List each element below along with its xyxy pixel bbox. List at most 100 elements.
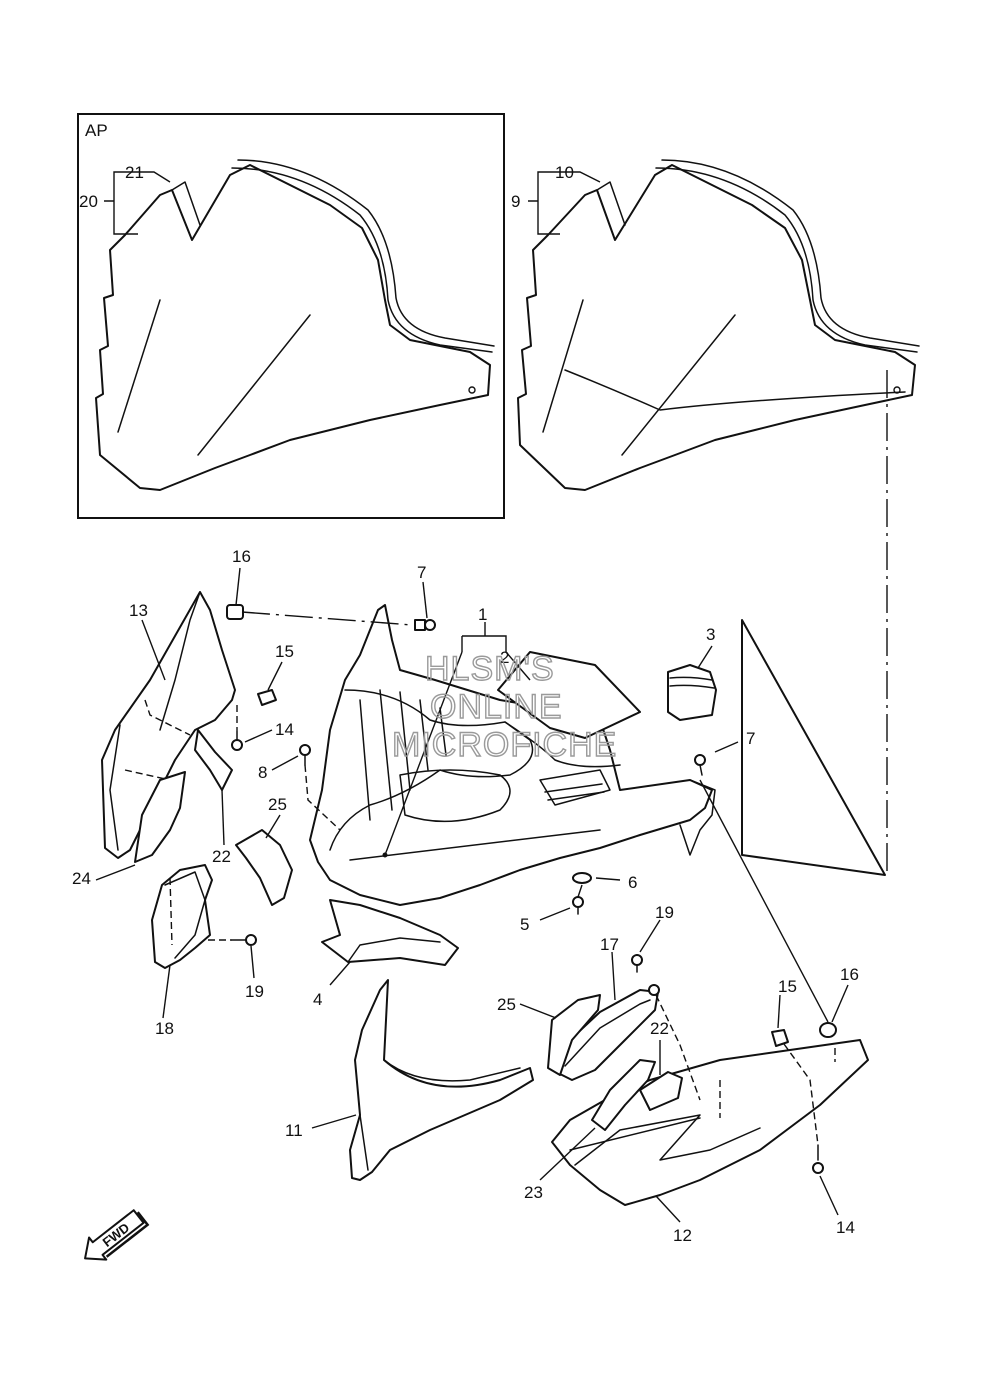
callout-9: 9 xyxy=(511,192,520,211)
callout-23: 23 xyxy=(524,1183,543,1202)
leader-part-14a xyxy=(244,729,273,743)
leader-part-13 xyxy=(141,619,166,681)
leader-part-5 xyxy=(539,907,571,921)
leader-part-1 xyxy=(384,651,463,856)
leader-part-24 xyxy=(95,864,136,881)
leader-part-19b xyxy=(639,919,661,953)
callout-14-left: 14 xyxy=(275,720,294,739)
leader-part-16a xyxy=(235,567,241,606)
leader-part-12 xyxy=(655,1195,681,1223)
leader-part-4 xyxy=(329,961,351,986)
inset-label-ap: AP xyxy=(85,121,108,140)
alignment-line-part-17 xyxy=(655,994,701,1101)
side-panel-part-24 xyxy=(134,771,186,863)
forward-direction-arrow-icon: FWD xyxy=(84,1209,150,1261)
callout-10: 10 xyxy=(555,163,574,182)
leader-part-14b xyxy=(819,1175,839,1216)
callout-6: 6 xyxy=(628,873,637,892)
leader-part-3 xyxy=(697,645,713,669)
callout-24: 24 xyxy=(72,869,91,888)
windshield-part-20 xyxy=(95,159,495,491)
callout-15-left: 15 xyxy=(275,642,294,661)
leader-bracket-1-2 xyxy=(461,622,507,652)
screw-part-19-right xyxy=(631,954,643,973)
alignment-line-screw-8 xyxy=(304,764,341,831)
leader-part-17 xyxy=(611,951,616,1001)
screw-part-14-left xyxy=(231,731,243,751)
leader-part-25b xyxy=(519,1003,557,1019)
leader-part-19a xyxy=(250,945,255,979)
nut-part-15-left xyxy=(257,689,277,706)
upper-cowling-part-1 xyxy=(309,604,716,906)
callout-25-right: 25 xyxy=(497,995,516,1014)
callout-25-left: 25 xyxy=(268,795,287,814)
side-cover-part-18 xyxy=(151,864,213,969)
callout-20: 20 xyxy=(79,192,98,211)
washer-part-6 xyxy=(572,872,592,884)
callout-2: 2 xyxy=(500,648,509,667)
alignment-line-grommet-screw xyxy=(241,611,413,626)
leader-part-2 xyxy=(505,651,531,681)
callout-1: 1 xyxy=(478,605,487,624)
grommet-part-16-upper xyxy=(226,604,244,620)
side-cowl-part-12 xyxy=(551,1039,869,1206)
callout-4: 4 xyxy=(313,990,322,1009)
callout-7-right: 7 xyxy=(746,729,755,748)
under-cowl-part-11 xyxy=(349,979,534,1181)
screw-part-7-upper xyxy=(414,619,436,631)
leader-part-25a xyxy=(265,814,281,839)
callout-16-lower: 16 xyxy=(840,965,859,984)
watermark-line-1: HLSM'S xyxy=(425,650,555,688)
cover-part-3 xyxy=(667,664,717,721)
leader-part-11 xyxy=(311,1114,357,1129)
panel-part-2 xyxy=(497,651,641,739)
leader-part-15b xyxy=(777,994,781,1029)
leader-part-23 xyxy=(539,1127,596,1181)
leader-part-22a xyxy=(221,789,225,846)
pad-part-25-right xyxy=(547,994,601,1076)
callout-21: 21 xyxy=(125,163,144,182)
pad-part-25-left xyxy=(235,829,293,906)
callout-13: 13 xyxy=(129,601,148,620)
leader-part-7b xyxy=(714,741,739,753)
alignment-line-screw-5 xyxy=(577,884,583,898)
leader-bracket-9-10 xyxy=(528,171,601,235)
leader-part-8 xyxy=(271,755,299,771)
screw-part-8 xyxy=(299,744,311,766)
leader-part-16b xyxy=(831,984,849,1023)
screw-part-19-left xyxy=(231,934,257,946)
callout-11: 11 xyxy=(285,1121,303,1140)
alignment-line-part-16 xyxy=(699,779,829,1023)
callout-7-upper: 7 xyxy=(417,563,426,582)
callout-19-left: 19 xyxy=(245,982,264,1001)
callout-14-right: 14 xyxy=(836,1218,855,1237)
leader-bracket-20-21 xyxy=(104,171,171,235)
windshield-part-9 xyxy=(517,159,920,491)
nut-part-15-right xyxy=(771,1029,789,1047)
callout-22-left: 22 xyxy=(212,847,231,866)
grommet-part-16-lower xyxy=(819,1022,837,1038)
callout-16-upper: 16 xyxy=(232,547,251,566)
leader-part-18 xyxy=(162,964,171,1019)
screw-part-14-right xyxy=(812,1144,824,1174)
leader-part-15a xyxy=(267,661,283,691)
callout-12: 12 xyxy=(673,1226,692,1245)
callout-22-right: 22 xyxy=(650,1019,669,1038)
inner-part-23 xyxy=(591,1059,656,1131)
callout-8: 8 xyxy=(258,763,267,782)
pad-part-22-left xyxy=(194,729,233,791)
screw-part-5 xyxy=(572,896,584,915)
callout-5: 5 xyxy=(520,915,529,934)
callout-17: 17 xyxy=(600,935,619,954)
screw-part-7-right xyxy=(694,754,706,776)
inner-panel-part-4 xyxy=(321,899,459,966)
callout-3: 3 xyxy=(706,625,715,644)
callout-15-right: 15 xyxy=(778,977,797,996)
leader-part-6 xyxy=(595,877,621,881)
watermark-line-3: MICROFICHE xyxy=(392,726,617,764)
triangle-outline-part xyxy=(741,619,886,876)
pad-part-22-right xyxy=(639,1071,683,1111)
leader-part-7a xyxy=(422,581,428,619)
alignment-line-part-15-right xyxy=(783,1043,819,1146)
